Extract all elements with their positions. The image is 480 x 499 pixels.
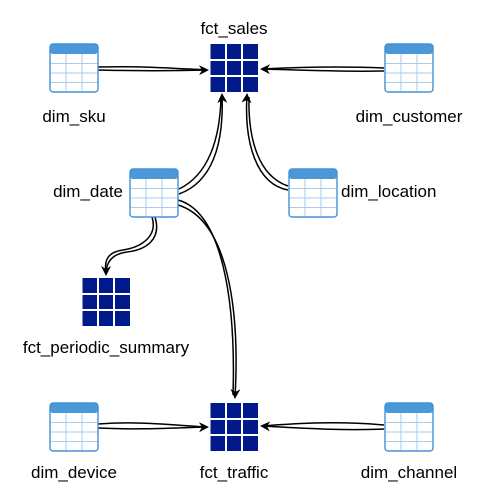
edge-dim-date-to-fct-sales: [178, 93, 228, 195]
edge-dim-customer-to-fct-sales: [260, 64, 385, 75]
node-dim-location[interactable]: dim_location: [288, 168, 436, 218]
edges-layer: [97, 64, 385, 433]
node-label: dim_date: [53, 182, 123, 201]
fact-table-icon: [81, 278, 130, 326]
dimension-table-icon: [384, 43, 434, 93]
node-dim-channel[interactable]: dim_channel: [361, 402, 457, 482]
node-label: fct_sales: [200, 19, 267, 38]
dimension-table-icon: [129, 168, 179, 218]
node-dim-device[interactable]: dim_device: [31, 402, 117, 482]
node-label: dim_sku: [42, 107, 105, 126]
node-label: fct_traffic: [200, 463, 269, 482]
node-fct-sales[interactable]: fct_sales: [200, 19, 268, 92]
node-fct-periodic-summary[interactable]: fct_periodic_summary: [23, 278, 190, 357]
edge-dim-location-to-fct-sales: [241, 93, 289, 191]
edge-dim-device-to-fct-traffic: [97, 422, 209, 433]
node-dim-date[interactable]: dim_date: [53, 168, 179, 218]
node-dim-customer[interactable]: dim_customer: [356, 43, 463, 126]
node-fct-traffic[interactable]: fct_traffic: [200, 403, 269, 482]
node-label: dim_channel: [361, 463, 457, 482]
nodes-layer: fct_sales dim_sku dim_customer dim_date …: [23, 19, 463, 482]
dimension-table-icon: [49, 43, 99, 93]
edge-dim-date-to-fct-traffic: [177, 199, 241, 399]
fact-table-icon: [209, 403, 258, 451]
dimension-table-icon: [288, 168, 338, 218]
edge-dim-date-to-fct-periodic-summary: [101, 216, 158, 276]
node-label: dim_device: [31, 463, 117, 482]
node-label: dim_location: [341, 182, 436, 201]
dimension-table-icon: [384, 402, 434, 452]
edge-dim-sku-to-fct-sales: [97, 65, 209, 76]
node-label: fct_periodic_summary: [23, 338, 190, 357]
fact-table-icon: [209, 44, 258, 92]
node-label: dim_customer: [356, 107, 463, 126]
dimension-table-icon: [49, 402, 99, 452]
node-dim-sku[interactable]: dim_sku: [42, 43, 106, 126]
edge-dim-channel-to-fct-traffic: [260, 421, 385, 432]
